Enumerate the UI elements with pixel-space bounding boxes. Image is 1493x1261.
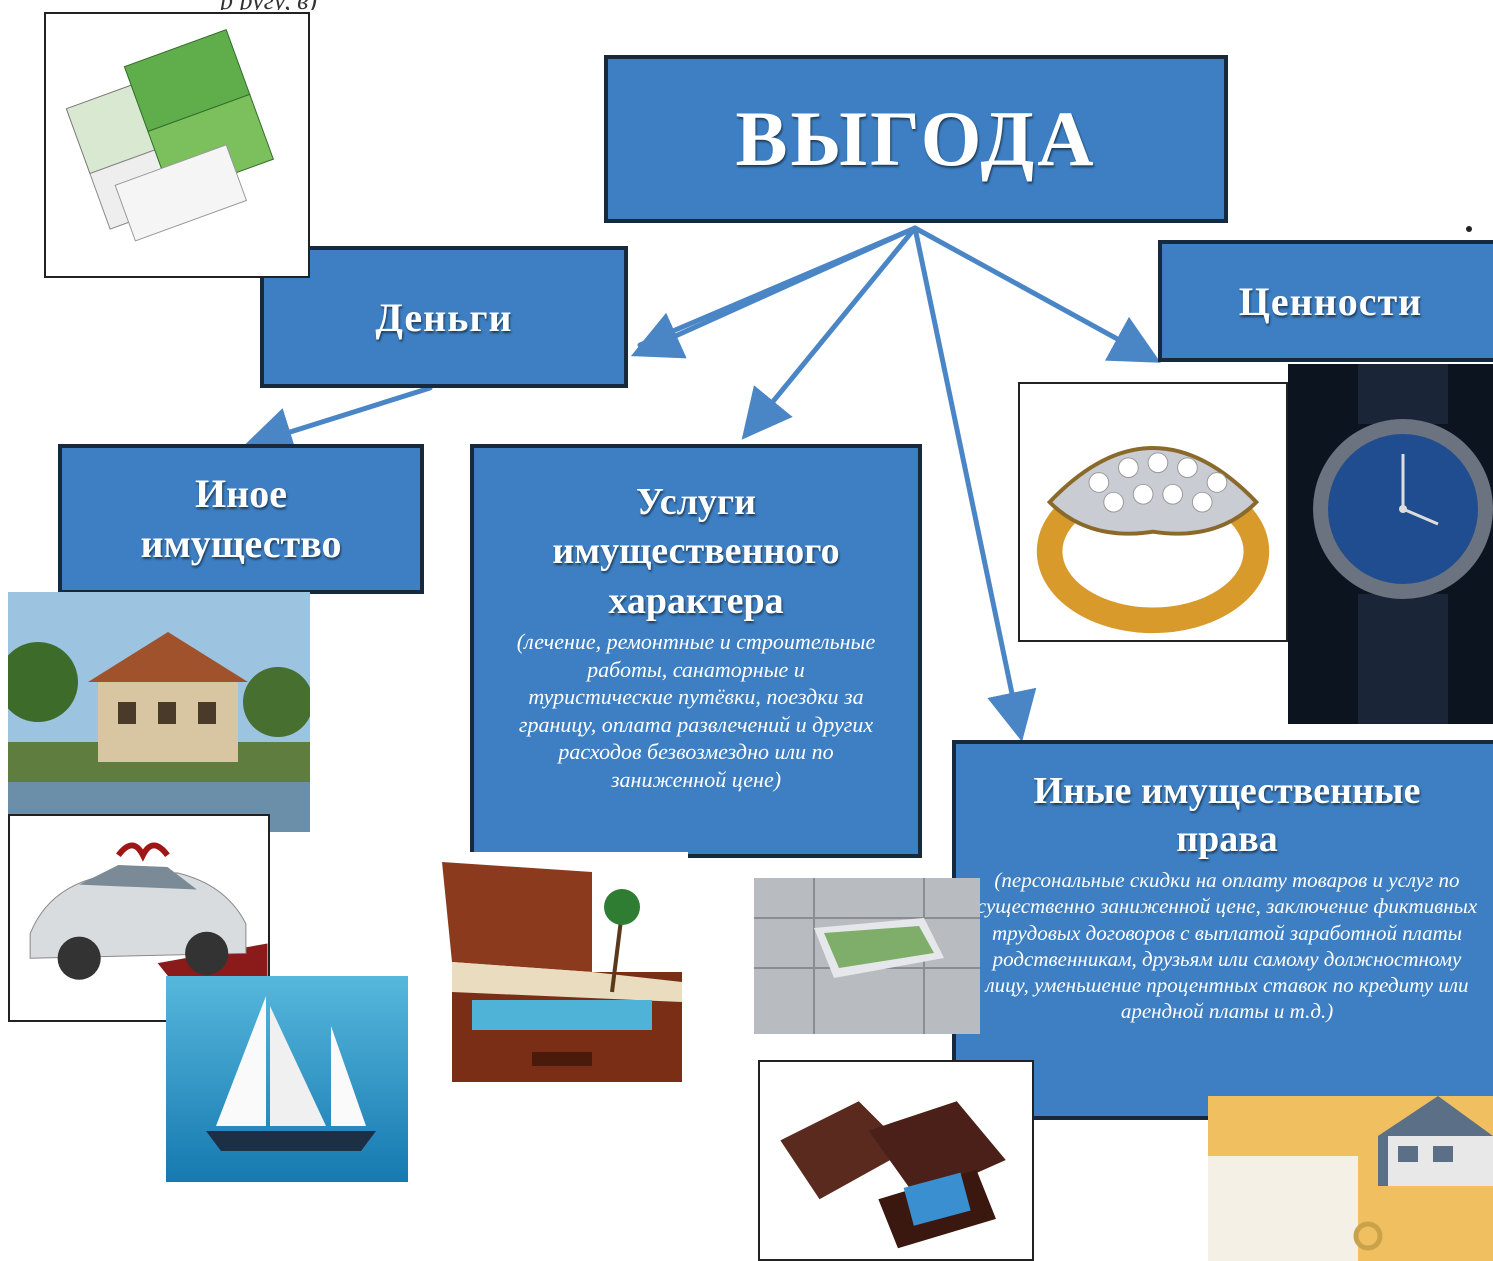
luxury-watch-image	[1288, 364, 1493, 724]
arrow-to-values	[912, 225, 1161, 363]
suitcase-beach-image	[432, 852, 688, 1096]
bank-vault-money-image	[754, 878, 980, 1034]
arrow-to-other-rights	[912, 225, 1037, 742]
node-services-description: (лечение, ремонтные и строительные работ…	[516, 629, 876, 792]
arrow-to-services	[741, 225, 918, 440]
node-other-rights-description: (персональные скидки на оплату товаров и…	[976, 868, 1478, 1024]
node-services: Услуги имущественного характера (лечение…	[470, 444, 922, 858]
arrow-to-money-2	[637, 225, 918, 348]
node-other-rights-title: Иные имущественные права	[1033, 770, 1421, 860]
node-services-title: Услуги имущественного характера	[552, 481, 840, 622]
node-money: Деньги	[260, 246, 628, 388]
arrow-to-other-property	[242, 385, 433, 456]
node-other-property-title: Иное имущество	[140, 471, 342, 566]
euro-banknotes-image	[44, 12, 310, 278]
house-keys-image	[1208, 1096, 1493, 1261]
gift-car-image	[8, 814, 270, 1022]
node-root-title: ВЫГОДА	[735, 95, 1097, 182]
node-values: Ценности	[1158, 240, 1493, 362]
node-root: ВЫГОДА	[604, 55, 1228, 223]
node-values-title: Ценности	[1238, 278, 1423, 324]
node-money-title: Деньги	[375, 294, 513, 340]
node-other-property: Иное имущество	[58, 444, 424, 594]
diamond-ring-image	[1018, 382, 1288, 642]
villa-house-image	[8, 592, 310, 832]
jewelry-box-card-image	[758, 1060, 1034, 1261]
top-text-fragment: р ругу, в)	[220, 0, 780, 10]
sailing-yacht-image	[166, 976, 408, 1182]
ink-dot	[1466, 226, 1472, 232]
